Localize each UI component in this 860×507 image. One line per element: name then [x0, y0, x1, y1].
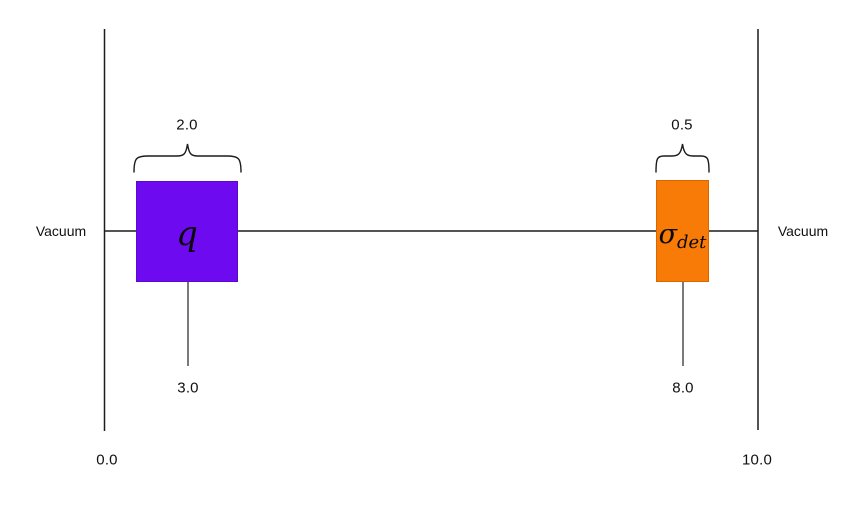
sigma-subscript: det — [677, 231, 707, 253]
axis-start-tick-label: 0.0 — [96, 451, 118, 469]
sigma-det-position-label: 8.0 — [672, 379, 694, 397]
sigma-det-length-brace — [655, 143, 710, 173]
left-vacuum-label: Vacuum — [35, 223, 87, 239]
q-length-brace — [133, 143, 242, 173]
sigma-det-element-box: σdet — [656, 180, 709, 282]
q-element-box: q — [136, 181, 238, 282]
sigma-symbol: σ — [658, 218, 677, 250]
q-position-label: 3.0 — [177, 379, 199, 397]
axis-end-tick-label: 10.0 — [742, 451, 772, 469]
q-length-label: 2.0 — [176, 116, 198, 134]
q-element-label: q — [176, 213, 198, 254]
right-vacuum-label: Vacuum — [777, 223, 829, 239]
sigma-det-element-label: σdet — [658, 215, 707, 252]
sigma-det-length-label: 0.5 — [671, 116, 693, 134]
